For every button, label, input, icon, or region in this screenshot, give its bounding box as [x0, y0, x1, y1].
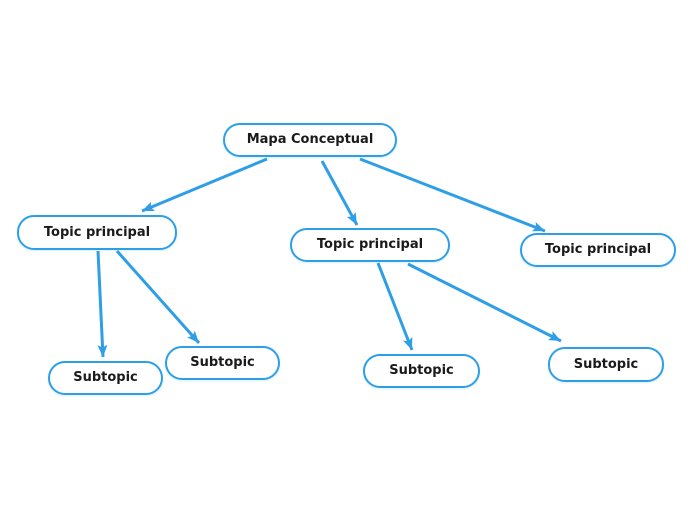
- node-topic-1[interactable]: Topic principal: [17, 215, 177, 250]
- edge-topic-2-subtopic-4: [407, 262, 562, 343]
- node-subtopic-3-label: Subtopic: [389, 363, 454, 378]
- node-subtopic-2[interactable]: Subtopic: [165, 346, 280, 380]
- edge-root-topic-2: [320, 160, 359, 226]
- node-subtopic-4-label: Subtopic: [573, 356, 639, 372]
- node-topic-3[interactable]: Topic principal: [520, 233, 676, 267]
- node-subtopic-2-label: Subtopic: [190, 355, 255, 370]
- edge-root-topic-3: [359, 157, 546, 233]
- node-topic-1-label: Topic principal: [43, 224, 151, 240]
- edge-topic-2-subtopic-3: [376, 262, 414, 351]
- node-subtopic-3[interactable]: Subtopic: [363, 354, 480, 388]
- node-subtopic-4[interactable]: Subtopic: [548, 347, 664, 382]
- node-subtopic-1[interactable]: Subtopic: [48, 361, 163, 395]
- node-topic-2-label: Topic principal: [316, 237, 424, 252]
- node-root[interactable]: Mapa Conceptual: [223, 123, 397, 157]
- edge-topic-1-subtopic-2: [115, 250, 201, 344]
- edge-topic-1-subtopic-1: [96, 250, 108, 358]
- node-root-label: Mapa Conceptual: [246, 132, 374, 147]
- node-subtopic-1-label: Subtopic: [73, 370, 138, 385]
- edge-root-topic-1: [141, 157, 268, 213]
- node-topic-2[interactable]: Topic principal: [290, 228, 450, 262]
- node-topic-3-label: Topic principal: [544, 242, 652, 257]
